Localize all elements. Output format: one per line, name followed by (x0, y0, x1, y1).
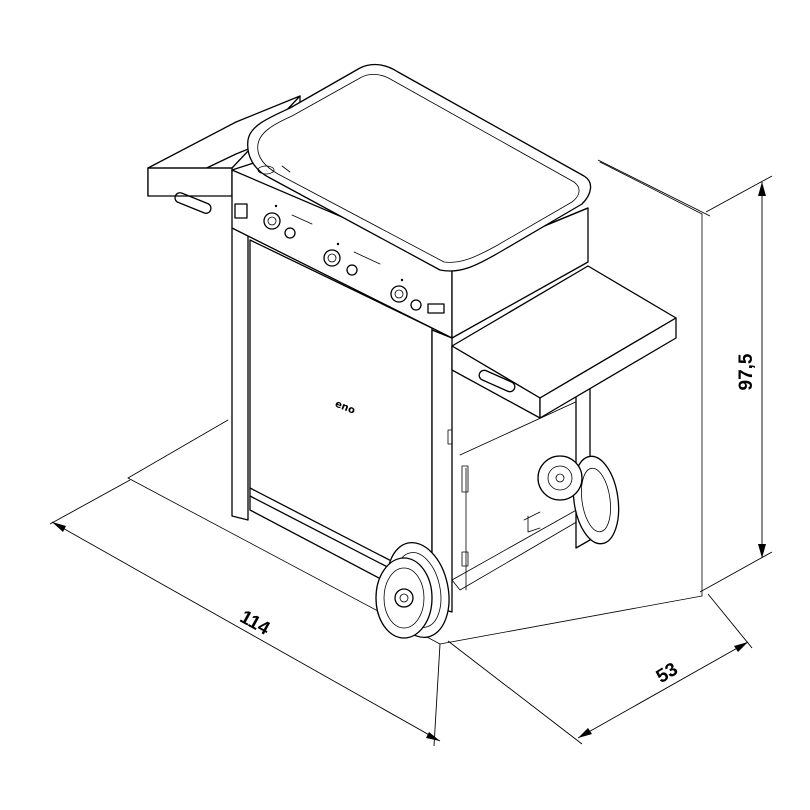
burner-knob-2 (323, 249, 358, 276)
width-dimension-label: 114 (236, 607, 273, 640)
rear-wheel (537, 455, 620, 545)
depth-dimension (447, 593, 753, 745)
width-dimension (49, 479, 441, 747)
knob-indicator-marks (274, 204, 404, 282)
griddle-plate (247, 63, 592, 272)
front-wheel (375, 541, 450, 639)
depth-dimension-label: 53 (653, 659, 682, 688)
burner-knob-1 (263, 212, 296, 239)
right-side-shelf (451, 265, 677, 419)
height-dimension-label: 97,5 (736, 353, 757, 390)
burner-knob-3 (390, 285, 422, 311)
height-dimension (597, 159, 773, 593)
